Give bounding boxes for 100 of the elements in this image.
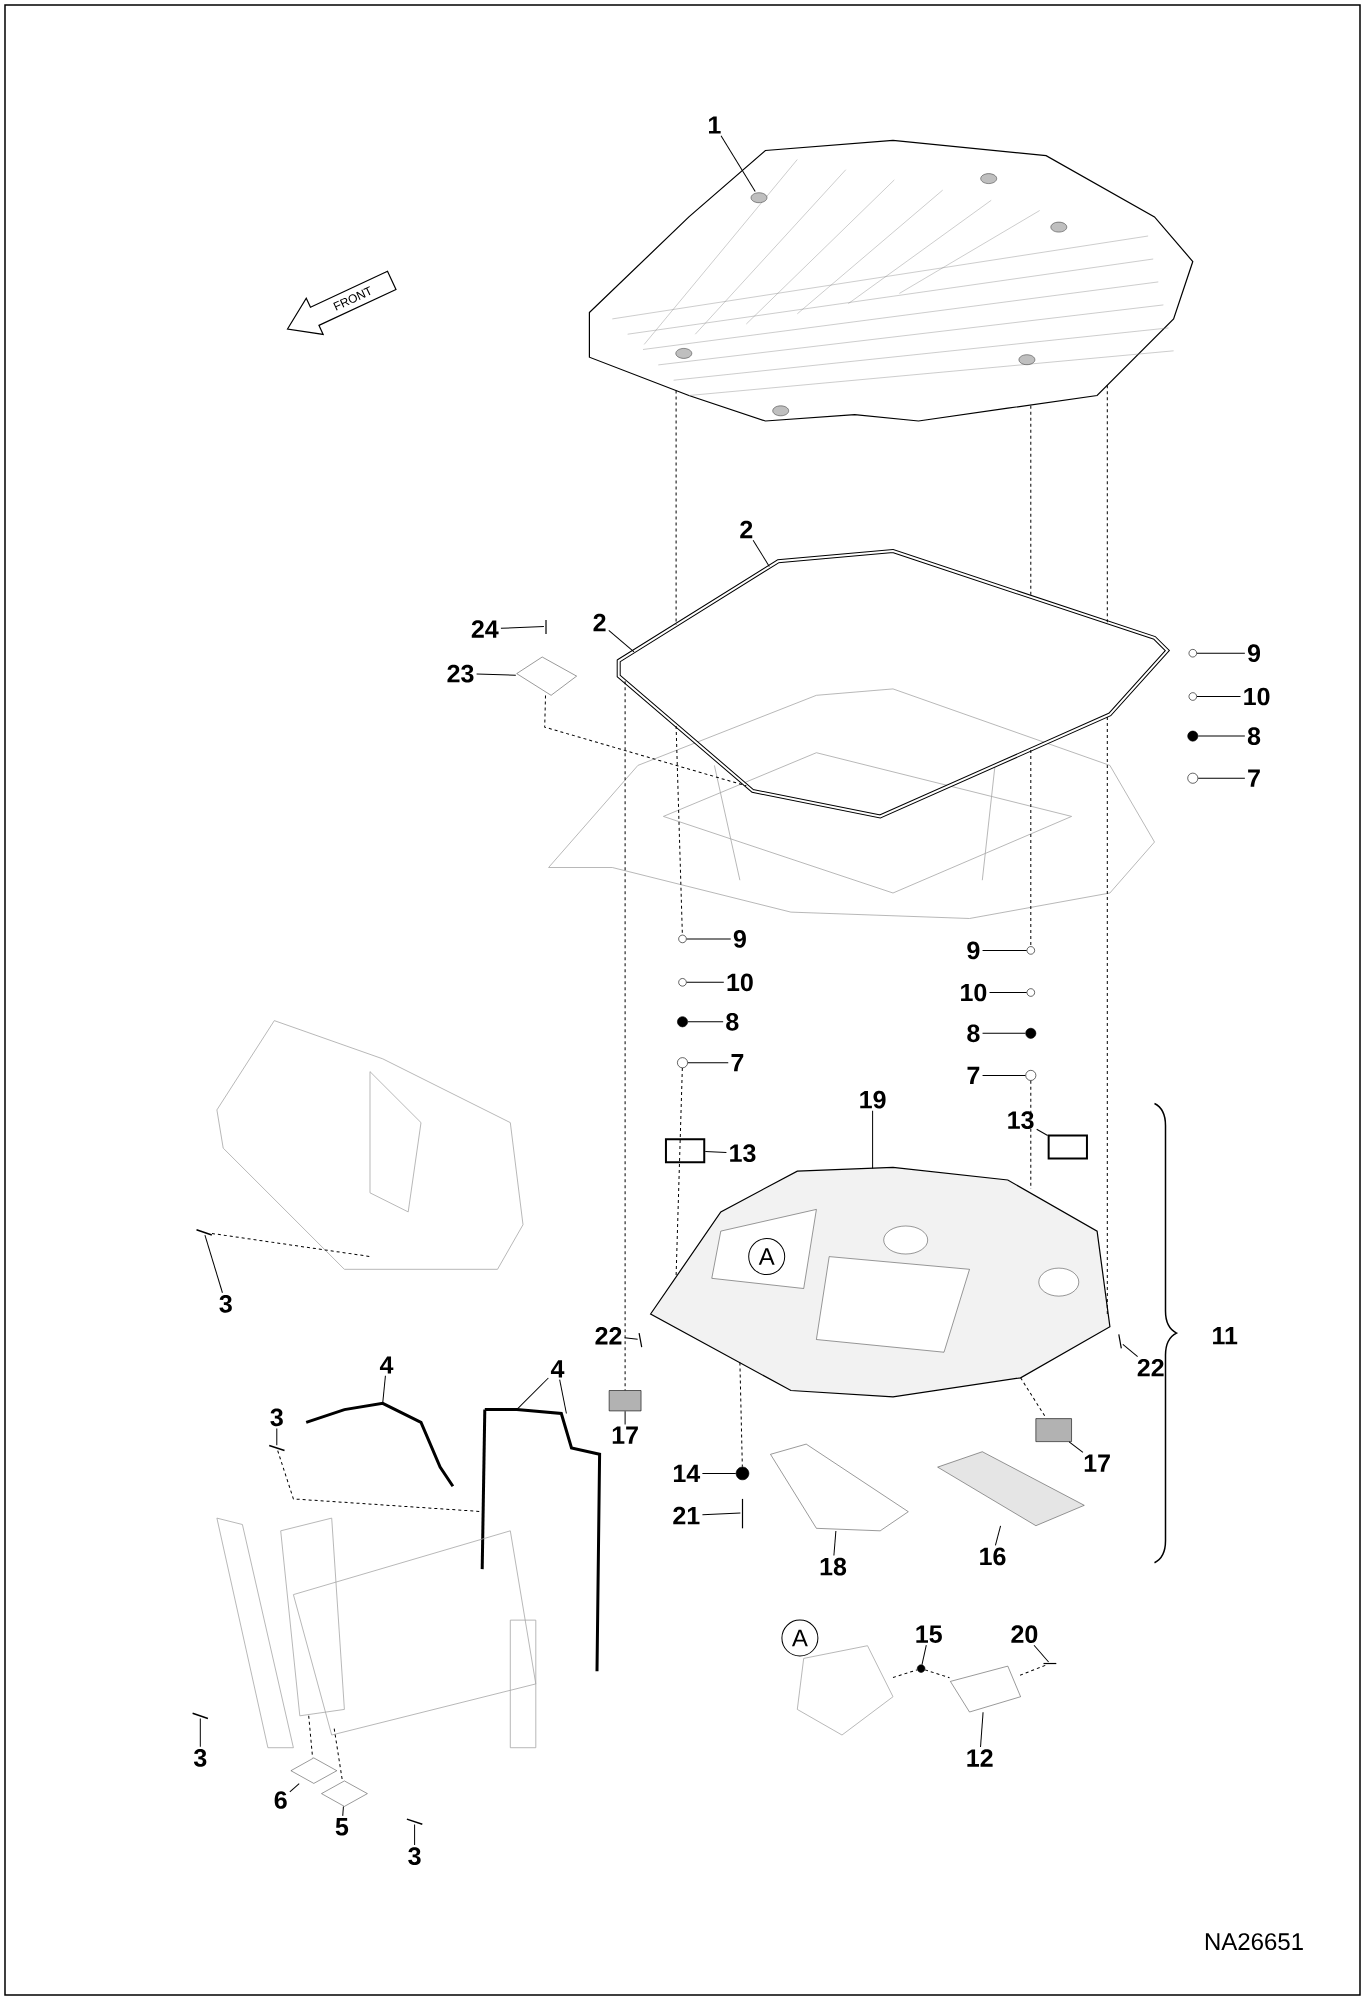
washer-icon (1188, 649, 1197, 658)
leader-line (720, 135, 756, 192)
leader-line (1196, 652, 1246, 654)
leader-line (1036, 1128, 1049, 1136)
callout-number: 8 (967, 1024, 980, 1043)
leader-line (872, 1110, 874, 1170)
vent-ring-drawing (1047, 1134, 1088, 1160)
leader-line (704, 1151, 727, 1153)
screw-icon (1042, 1662, 1057, 1665)
alignment-line (1019, 1664, 1047, 1676)
callout-number: 11 (1213, 1327, 1238, 1345)
pin-icon (191, 1712, 209, 1720)
callout-number: 17 (612, 1426, 638, 1444)
cap-nut-icon (1187, 772, 1199, 784)
callout-number: 10 (1244, 687, 1270, 706)
callout-number: 12 (967, 1749, 993, 1767)
washer-icon (1188, 692, 1197, 701)
leader-line (982, 949, 1028, 951)
leader-line (1197, 735, 1246, 737)
detail-view-drawing (796, 1645, 894, 1736)
callout-number: 3 (408, 1847, 421, 1865)
alignment-line (739, 1362, 743, 1468)
callout-number: 1 (709, 116, 721, 134)
alignment-line (892, 1669, 918, 1678)
alignment-line (544, 694, 747, 787)
leader-line (1197, 777, 1246, 779)
nut-icon (677, 1016, 688, 1028)
callout-number: 24 (471, 620, 499, 638)
alignment-line (675, 389, 677, 626)
callout-number: 4 (379, 1356, 394, 1374)
leader-line (1122, 1343, 1139, 1358)
callout-number: 9 (1247, 644, 1260, 663)
callout-number: 3 (270, 1408, 283, 1427)
washer-icon (1026, 946, 1035, 955)
callout-number: 6 (274, 1791, 287, 1809)
callout-number: 13 (730, 1144, 756, 1163)
drawing-number: NA26651 (1205, 1933, 1303, 1951)
roof-drawing (588, 139, 1194, 422)
light-drawing (608, 1390, 642, 1412)
callout-number: 7 (967, 1066, 980, 1084)
cover-drawing (770, 1443, 909, 1531)
gasket-drawing (616, 549, 1171, 819)
leader-line (500, 626, 545, 629)
alignment-line (624, 680, 626, 1391)
callout-number: 7 (1248, 769, 1260, 787)
clip-icon (735, 1466, 750, 1481)
leader-line (687, 1021, 724, 1023)
leader-line (199, 1718, 201, 1748)
clip-icon (916, 1664, 926, 1673)
callout-number: 14 (673, 1464, 701, 1482)
callout-number: 3 (219, 1294, 232, 1313)
pad-drawing (290, 1757, 337, 1784)
leader-line (414, 1823, 416, 1846)
leader-line (982, 1032, 1026, 1034)
callout-number: 9 (733, 930, 746, 948)
leader-line (289, 1783, 300, 1793)
callout-number: 2 (740, 520, 753, 539)
cab-lower-frame-drawing (216, 1517, 537, 1749)
leader-line (701, 1472, 737, 1474)
leader-line (833, 1530, 837, 1557)
alignment-line (333, 1728, 343, 1782)
cap-nut-icon (1025, 1070, 1037, 1081)
pin-icon (406, 1818, 424, 1826)
pad-drawing (321, 1780, 368, 1807)
plate-drawing (516, 656, 577, 696)
alignment-line (1106, 384, 1108, 623)
leader-line (921, 1644, 927, 1666)
leader-line (476, 673, 517, 676)
lamp-lens-drawing (950, 1665, 1021, 1713)
alignment-line (308, 1715, 314, 1759)
washer-icon (678, 978, 687, 987)
leader-line (982, 1074, 1026, 1076)
pin-icon (195, 1229, 213, 1236)
leader-line (342, 1806, 344, 1817)
alignment-line (1106, 716, 1108, 1315)
callout-number: 18 (820, 1557, 847, 1576)
leader-line (608, 629, 635, 653)
nut-icon (1187, 730, 1199, 742)
callout-number: 23 (447, 664, 474, 683)
nut-icon (1025, 1027, 1037, 1039)
leader-line (686, 938, 732, 940)
panel-drawing (937, 1451, 1085, 1526)
light-drawing (1035, 1418, 1072, 1442)
alignment-line (924, 1669, 950, 1679)
leader-line (989, 992, 1028, 993)
callout-number: 9 (967, 941, 980, 960)
leader-line (1068, 1441, 1084, 1453)
callout-number: 7 (731, 1054, 744, 1072)
seal-drawing (480, 1408, 602, 1672)
callout-number: 22 (595, 1327, 622, 1345)
seal-drawing (305, 1401, 455, 1488)
alignment-line (1030, 1080, 1032, 1190)
callout-number: 8 (1247, 727, 1261, 745)
callout-number: 19 (860, 1090, 886, 1109)
callout-number: 2 (593, 613, 606, 632)
cap-nut-icon (677, 1057, 688, 1069)
leader-line (701, 1512, 741, 1516)
callout-number: 16 (980, 1547, 1006, 1566)
callout-number: 10 (961, 983, 987, 1002)
alignment-line (1020, 1377, 1047, 1419)
